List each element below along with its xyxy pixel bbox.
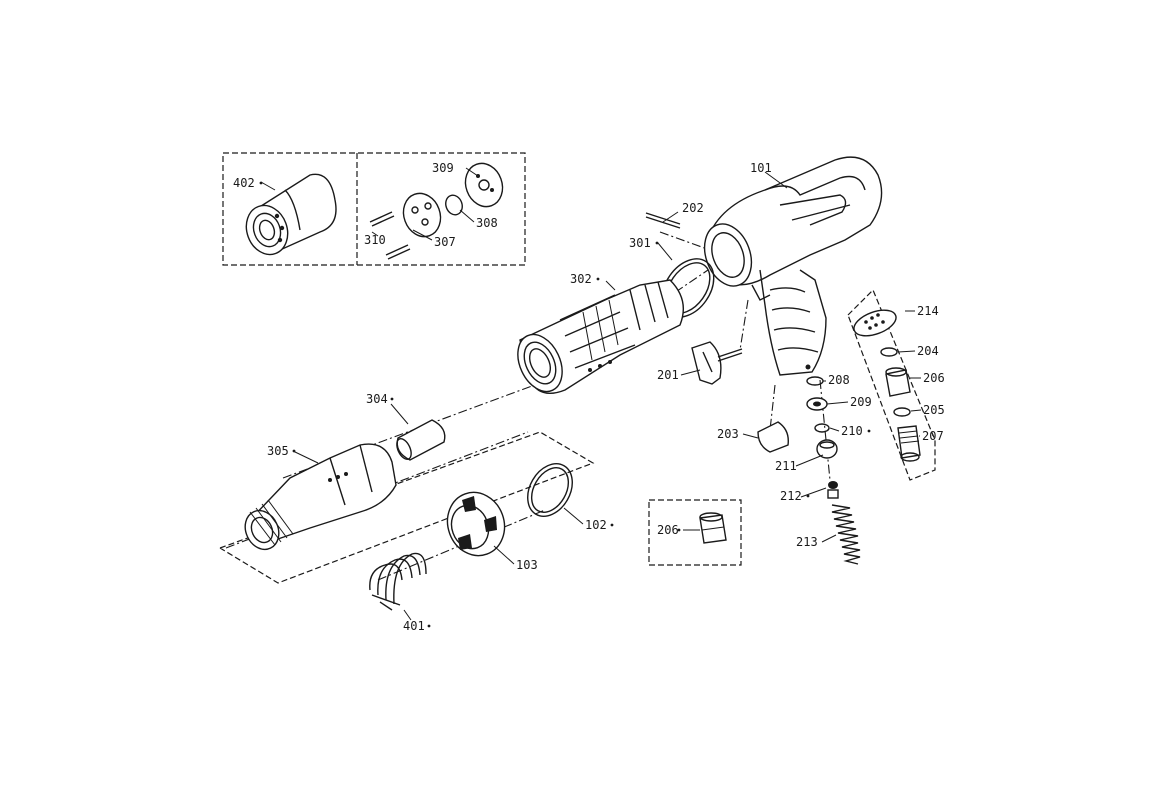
spring-401: [369, 552, 427, 611]
label-212: 212: [780, 489, 802, 503]
piston-304: [396, 419, 446, 461]
o-ring-210: [814, 423, 830, 433]
plate-309: [464, 162, 504, 208]
label-214: 214: [917, 304, 939, 318]
label-308: 308: [476, 216, 498, 230]
label-101: 101: [750, 161, 772, 175]
housing-101: [703, 156, 883, 376]
cylinder-302: [517, 279, 684, 394]
valve-212: [827, 481, 839, 499]
spare-fitting-box: [648, 499, 742, 566]
ring-102: [527, 463, 573, 517]
label-205: 205: [923, 403, 945, 417]
trigger-201: [691, 341, 743, 385]
label-213: 213: [796, 535, 818, 549]
label-dots: [259, 181, 871, 628]
label-206-spare: 206: [657, 523, 679, 537]
label-201: 201: [657, 368, 679, 382]
label-209: 209: [850, 395, 872, 409]
label-305: 305: [267, 444, 289, 458]
socket-402: [245, 173, 337, 256]
seat-209: [806, 397, 828, 411]
label-206: 206: [923, 371, 945, 385]
valve-211: [816, 439, 838, 459]
leader-lines: [260, 167, 922, 621]
inlet-group-box: [847, 288, 936, 481]
accessory-box: [222, 152, 526, 266]
label-310: 310: [364, 233, 386, 247]
label-208: 208: [828, 373, 850, 387]
label-402: 402: [233, 176, 255, 190]
o-ring-308: [445, 194, 463, 216]
label-401: 401: [403, 619, 425, 633]
barrel-305: [244, 443, 397, 551]
filter-214: [853, 309, 897, 337]
o-ring-204: [880, 347, 898, 357]
label-102: 102: [585, 518, 607, 532]
label-211: 211: [775, 459, 797, 473]
bushing-206: [885, 367, 911, 397]
label-301: 301: [629, 236, 651, 250]
label-210: 210: [841, 424, 863, 438]
label-304: 304: [366, 392, 388, 406]
bushing-206-spare: [699, 512, 727, 544]
spring-213: [831, 504, 861, 565]
label-309: 309: [432, 161, 454, 175]
o-ring-205: [893, 407, 911, 417]
label-302: 302: [570, 272, 592, 286]
part-labels: 101 202 301 302 201 203 208 209 210 211 …: [233, 161, 945, 633]
label-202: 202: [682, 201, 704, 215]
label-307: 307: [434, 235, 456, 249]
fitting-207: [897, 425, 921, 462]
label-203: 203: [717, 427, 739, 441]
pins-310: [369, 211, 411, 260]
retainer-103: [446, 491, 506, 557]
body-group-box: [219, 431, 595, 584]
label-103: 103: [516, 558, 538, 572]
valve-203: [757, 421, 789, 453]
label-204: 204: [917, 344, 939, 358]
label-207: 207: [922, 429, 944, 443]
plate-307: [402, 192, 442, 238]
pin-202: [645, 212, 681, 229]
